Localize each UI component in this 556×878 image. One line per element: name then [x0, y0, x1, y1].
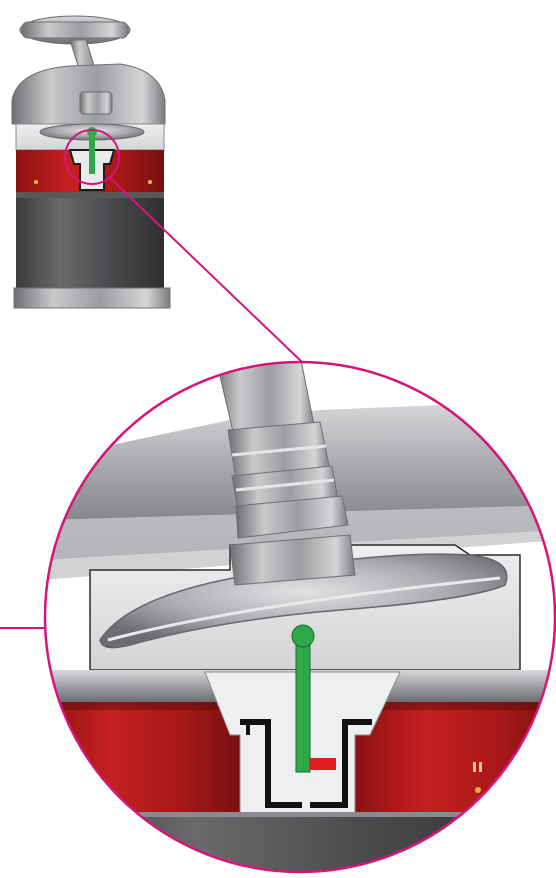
- overview-valve: [11, 15, 171, 309]
- detail-seal-right: [355, 702, 555, 812]
- detail-lower-body: [45, 812, 555, 872]
- detail-seal-left: [45, 702, 240, 812]
- detail-seal-profile-left: [240, 719, 302, 808]
- overview-body: [16, 192, 164, 288]
- callout-lines: [0, 129, 303, 629]
- detail-seal-profile-right: [310, 719, 372, 808]
- magnified-detail: [45, 362, 555, 872]
- callout-connector: [109, 177, 303, 363]
- detail-red-marker: [310, 758, 336, 770]
- callout-small-circle: [64, 129, 120, 185]
- detail-stem-collar: [227, 421, 349, 539]
- magnifier-ring: [43, 360, 556, 874]
- detail-indicator-head: [291, 624, 315, 648]
- overview-base: [13, 287, 171, 309]
- overview-indicator-pin: [89, 130, 95, 174]
- detail-indicator-pin: [295, 635, 311, 773]
